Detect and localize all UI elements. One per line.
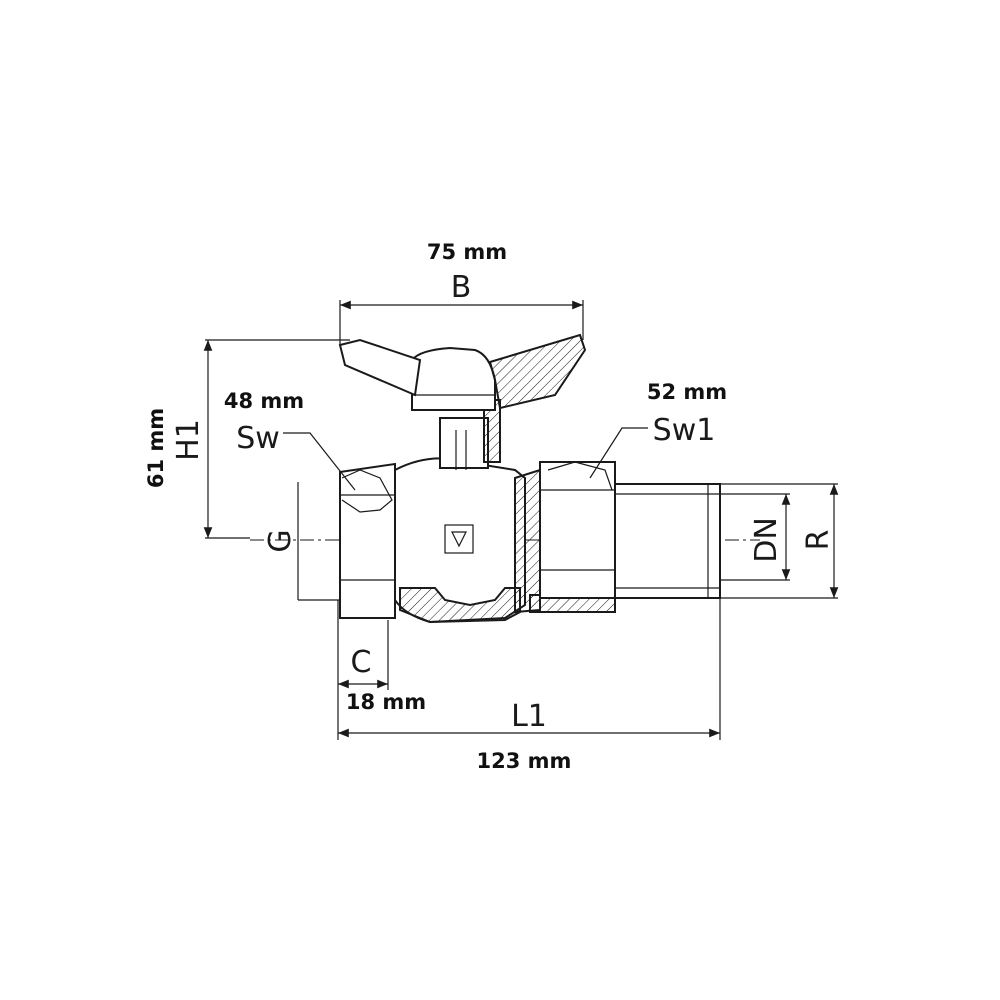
union-section-hatch — [514, 468, 541, 614]
handle-wing-left — [338, 338, 422, 397]
male-thread-tail — [614, 483, 721, 599]
handle-cap — [411, 346, 496, 411]
sw1-leader — [589, 427, 648, 479]
dn-label: DN — [749, 517, 784, 563]
handle-wing-right — [488, 333, 587, 410]
left-hex-end — [339, 462, 396, 619]
l1-label: L1 — [511, 699, 547, 734]
b-label: B — [451, 270, 472, 305]
body-logo-plate — [444, 524, 474, 554]
valve-stem — [439, 417, 489, 469]
sw1-value: 52 mm — [647, 380, 727, 404]
body-logo-icon — [451, 531, 467, 548]
b-value: 75 mm — [427, 240, 507, 264]
sw1-label: Sw1 — [653, 413, 716, 448]
r-label: R — [801, 530, 836, 551]
valve-outline — [250, 333, 760, 624]
sw-value: 48 mm — [224, 389, 304, 413]
sw-label: Sw — [236, 421, 280, 456]
right-hex-nut — [539, 461, 616, 599]
c-label: C — [351, 645, 372, 680]
g-label: G — [263, 529, 298, 552]
ball-section-hatch — [399, 587, 521, 624]
dimension-labels: 75 mm B 48 mm Sw 52 mm Sw1 61 mm H1 G DN… — [144, 240, 836, 773]
h1-label: H1 — [171, 419, 206, 461]
sw-leader — [283, 432, 356, 491]
l1-value: 123 mm — [477, 749, 572, 773]
h1-value: 61 mm — [144, 408, 168, 488]
c-value: 18 mm — [346, 690, 426, 714]
dimension-lines — [203, 300, 839, 740]
